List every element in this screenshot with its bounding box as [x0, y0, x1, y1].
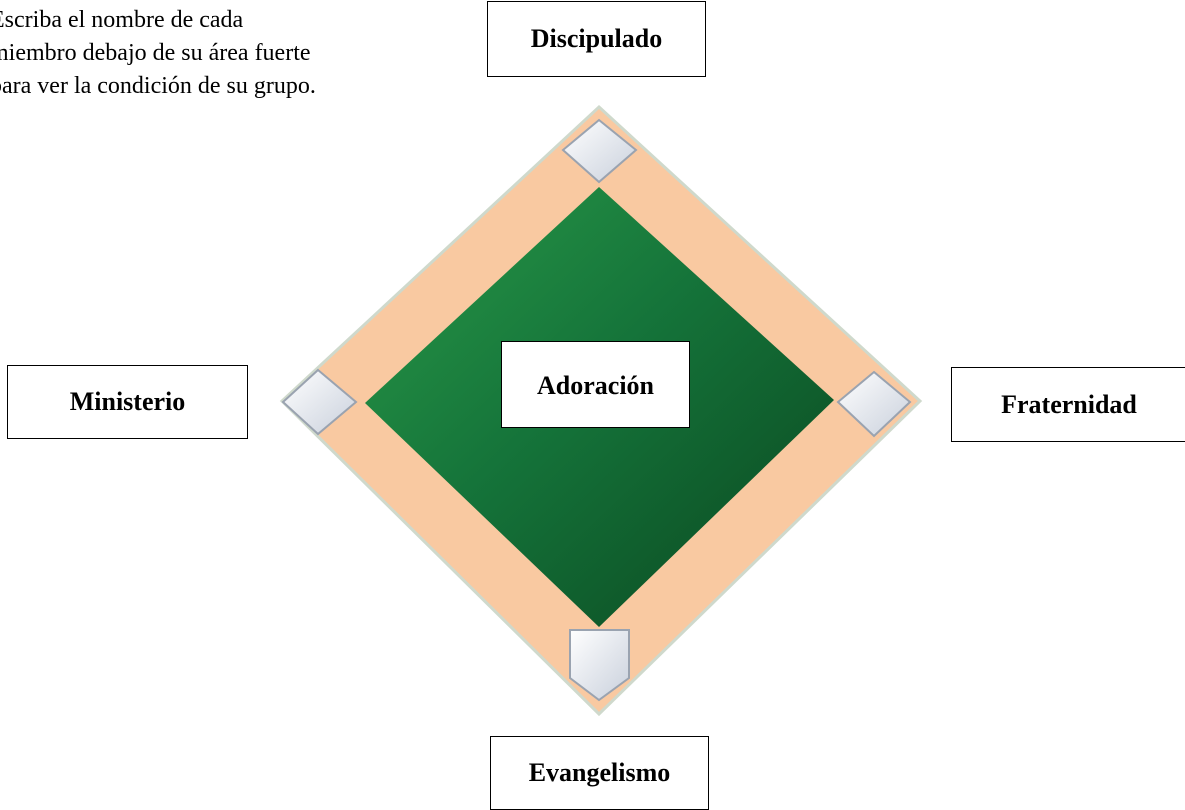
instructions-line-2: miembro debajo de su área fuerte	[0, 40, 311, 66]
label-evangelismo: Evangelismo	[490, 736, 709, 810]
first-base	[836, 370, 912, 438]
instructions-line-1: Escriba el nombre de cada	[0, 7, 244, 33]
third-base	[281, 368, 358, 436]
second-base	[561, 118, 638, 184]
label-fraternidad: Fraternidad	[951, 367, 1185, 442]
instructions-line-3: para ver la condición de su grupo.	[0, 73, 316, 99]
instructions-text: Escriba el nombre de cada miembro debajo…	[0, 4, 450, 103]
label-adoracion: Adoración	[501, 341, 690, 428]
label-discipulado: Discipulado	[487, 1, 706, 77]
label-ministerio: Ministerio	[7, 365, 248, 439]
home-plate	[569, 629, 630, 702]
